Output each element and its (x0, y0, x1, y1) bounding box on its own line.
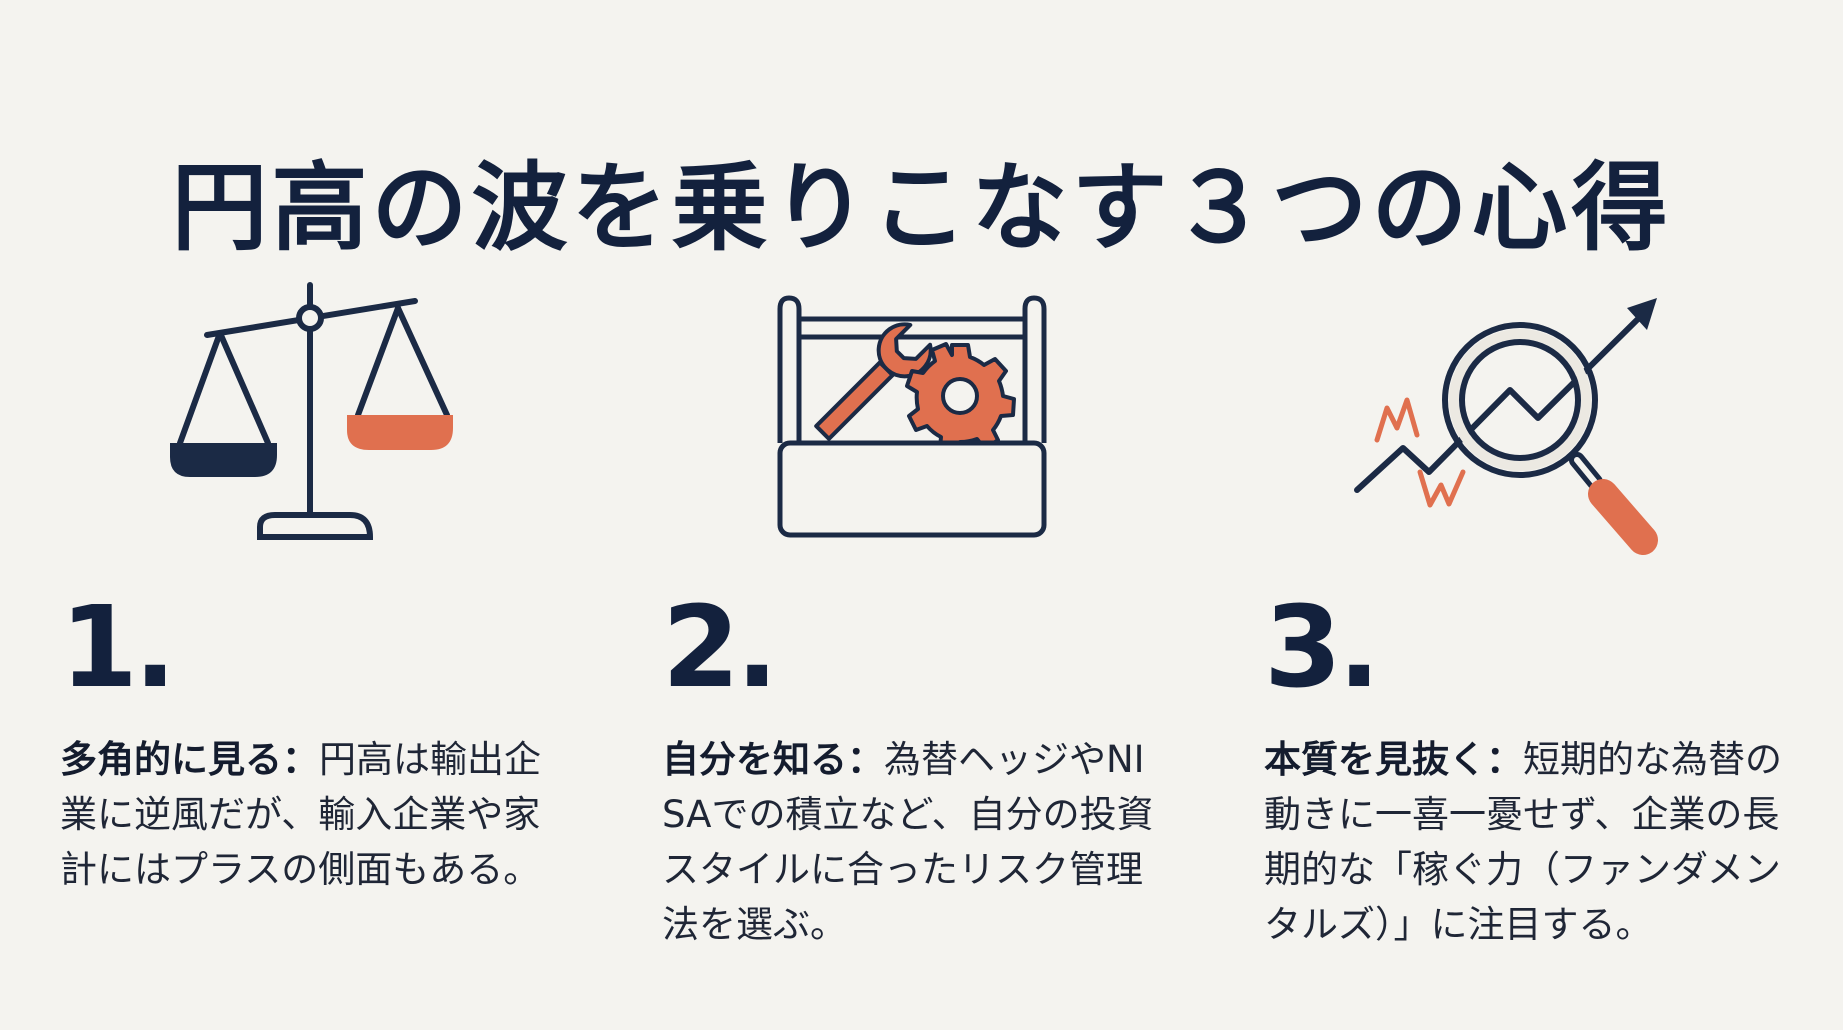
tip-separator-1: ： (282, 738, 319, 781)
tip-number-1: 1. (60, 583, 177, 713)
tip-description-3: 本質を見抜く：短期的な為替の動きに一喜一憂せず、企業の長期的な「稼ぐ力（ファンダ… (1264, 732, 1804, 952)
balance-scale-icon (165, 275, 465, 545)
tip-separator-3: ： (1486, 738, 1523, 781)
tip-lead-1: 多角的に見る (60, 738, 282, 781)
tip-body-2: 為替ヘッジやNISAでの積立など、自分の投資スタイルに合ったリスク管理法を選ぶ。 (662, 738, 1154, 946)
toolbox-wrench-gear-icon (775, 295, 1050, 540)
tip-description-2: 自分を知る：為替ヘッジやNISAでの積立など、自分の投資スタイルに合ったリスク管… (662, 732, 1162, 952)
tip-body-1: 円高は輸出企業に逆風だが、輸入企業や家計にはプラスの側面もある。 (60, 738, 541, 891)
tip-body-3: 短期的な為替の動きに一喜一憂せず、企業の長期的な「稼ぐ力（ファンダメンタルズ）」… (1264, 738, 1782, 946)
page-title: 円高の波を乗りこなす３つの心得 (171, 152, 1672, 265)
tip-lead-2: 自分を知る (662, 738, 847, 781)
tip-number-3: 3. (1264, 583, 1381, 713)
tip-number-2: 2. (662, 583, 779, 713)
tip-separator-2: ： (847, 738, 884, 781)
tip-description-1: 多角的に見る：円高は輸出企業に逆風だが、輸入企業や家計にはプラスの側面もある。 (60, 732, 560, 897)
magnifier-trend-chart-icon (1345, 290, 1665, 555)
tip-lead-3: 本質を見抜く (1264, 738, 1486, 781)
